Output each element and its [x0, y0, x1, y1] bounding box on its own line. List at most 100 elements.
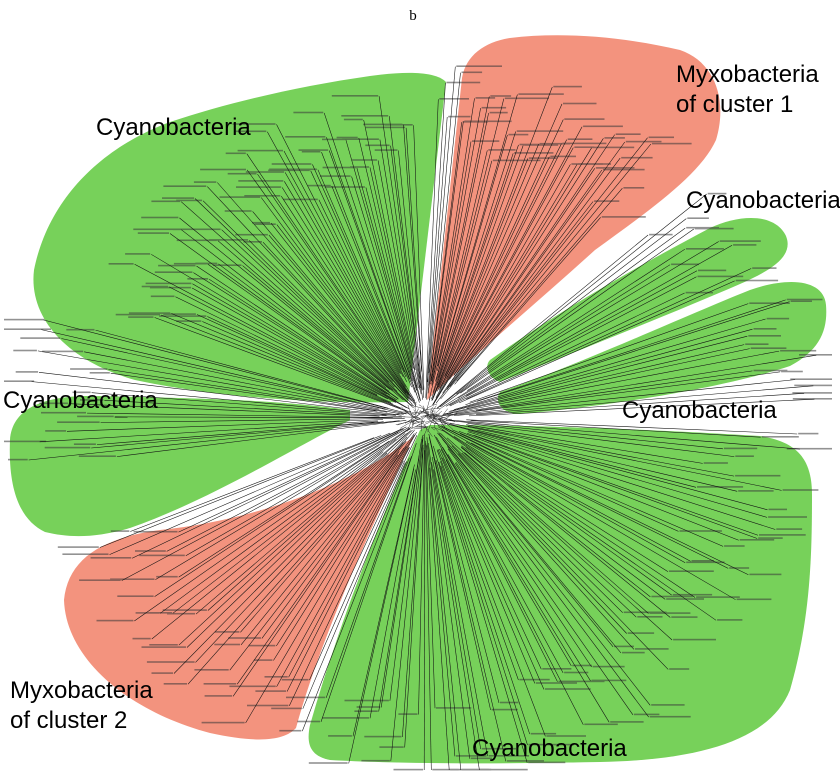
leaf-label-mark	[235, 233, 268, 236]
branch-line	[207, 263, 399, 400]
branch-line	[28, 420, 400, 461]
branch-line	[172, 433, 406, 614]
branch-line	[236, 447, 405, 685]
branch-line	[430, 98, 475, 382]
leaf-label-mark	[601, 216, 646, 218]
leaf-label-mark	[135, 550, 166, 552]
branch-line	[195, 436, 408, 663]
branch-line	[431, 96, 490, 385]
branch-line	[432, 147, 592, 405]
leaf-label-mark	[583, 125, 623, 128]
leaf-label-mark	[342, 138, 379, 140]
branch-line	[310, 170, 407, 378]
leaf-label-mark	[735, 474, 781, 477]
leaf-label-mark	[595, 167, 635, 169]
branch-line	[427, 122, 462, 394]
branch-line	[468, 398, 815, 417]
leaf-label-mark	[792, 392, 832, 394]
branch-line	[436, 437, 572, 667]
branch-line	[435, 134, 508, 381]
branch-line	[440, 461, 519, 681]
branch-line	[447, 379, 796, 416]
leaf-label-mark	[790, 300, 812, 302]
branch-line	[66, 419, 384, 432]
branch-line	[442, 457, 545, 690]
leaf-label-mark	[518, 93, 564, 95]
leaf-label-mark	[163, 185, 207, 187]
network-edge	[427, 420, 434, 433]
leaf-label-mark	[490, 95, 512, 97]
branch-line	[450, 335, 748, 412]
network-edge	[412, 420, 426, 425]
leaf-label-mark	[141, 646, 186, 648]
leaf-label-mark	[44, 446, 91, 449]
branch-line	[348, 468, 415, 764]
network-edge	[427, 412, 435, 416]
branch-line	[217, 240, 393, 391]
leaf-label-mark	[80, 399, 104, 401]
leaf-label-mark	[271, 163, 312, 165]
network-edge	[439, 420, 448, 432]
branch-line	[321, 152, 416, 393]
branch-line	[436, 449, 546, 737]
leaf-label-mark	[350, 166, 370, 168]
region-labels: Cyanobacteria Myxobacteria of cluster 1 …	[3, 61, 840, 762]
leaf-label-mark	[781, 370, 803, 373]
leaf-label-mark	[759, 534, 806, 536]
leaf-label-mark	[792, 398, 832, 400]
branch-line	[447, 446, 651, 706]
leaf-label-mark	[254, 223, 276, 225]
branch-line	[104, 400, 406, 418]
network-edge	[434, 422, 441, 435]
leaf-label-mark	[20, 337, 61, 339]
leaf-label-mark	[308, 762, 348, 764]
branch-line	[95, 329, 389, 409]
branch-line	[449, 419, 800, 450]
branch-line	[430, 141, 472, 385]
network-edge	[409, 404, 415, 407]
leaf-label-mark	[343, 118, 363, 121]
branch-line	[453, 436, 669, 572]
leaf-label-mark	[365, 144, 390, 147]
network-edge	[431, 427, 445, 432]
network-edge	[424, 421, 431, 425]
branch-line	[276, 447, 409, 687]
branch-line	[449, 276, 697, 406]
leaf-label-mark	[214, 643, 240, 646]
leaf-label-mark	[187, 278, 209, 280]
leaf-label-mark	[622, 651, 645, 654]
leaf-label-mark	[610, 721, 644, 723]
leaf-label-mark	[651, 704, 685, 706]
branch-line	[475, 370, 753, 411]
branch-line	[429, 437, 491, 711]
branch-line	[476, 393, 805, 415]
branch-line	[194, 198, 398, 392]
network-edge	[431, 413, 443, 419]
branch-line	[192, 283, 410, 410]
leaf-label-mark	[133, 530, 178, 533]
branch-line	[171, 313, 401, 409]
leaf-label-mark	[125, 253, 151, 255]
leaf-label-mark	[651, 142, 692, 145]
branch-line	[261, 454, 399, 639]
branch-line	[246, 153, 416, 403]
leaf-label-mark	[139, 554, 185, 557]
branch-line	[456, 218, 687, 395]
leaf-label-mark	[137, 232, 169, 234]
network-edge	[407, 420, 414, 432]
branch-line	[468, 425, 735, 477]
branch-line	[351, 176, 417, 391]
leaf-label-mark	[739, 539, 775, 541]
leaf-label-mark	[749, 302, 790, 304]
branch-line	[433, 445, 528, 763]
leaf-label-mark	[766, 317, 790, 320]
leaf-label-mark	[73, 443, 96, 445]
branch-line	[442, 426, 729, 569]
branch-line	[178, 440, 390, 578]
branch-line	[281, 196, 417, 405]
branch-line	[168, 286, 388, 400]
leaf-label-mark	[237, 149, 283, 152]
leaf-label-mark	[167, 612, 195, 615]
branch-line	[380, 455, 420, 708]
branch-line	[217, 182, 394, 382]
